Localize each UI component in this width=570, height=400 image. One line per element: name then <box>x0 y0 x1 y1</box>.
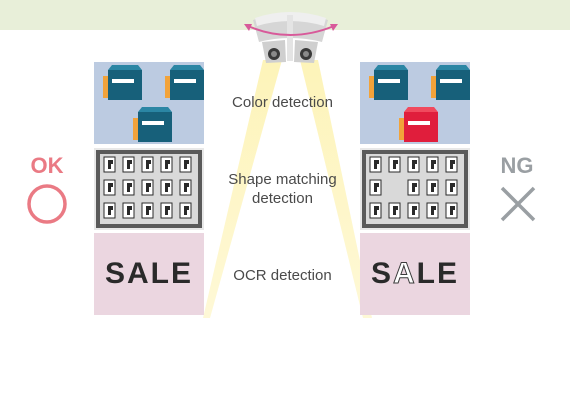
dual-camera-icon <box>244 12 338 63</box>
ng-ocr-panel <box>360 233 470 315</box>
product-box <box>369 65 408 100</box>
shape-label-line1: Shape matching <box>228 171 337 188</box>
ok-ocr-panel <box>94 233 204 315</box>
defective-letter: A <box>393 257 417 291</box>
defective-red-box <box>399 107 438 142</box>
shape-matching-label: Shape matching detection <box>205 170 360 208</box>
ok-shape-panel <box>94 148 204 230</box>
product-box <box>165 65 204 100</box>
color-detection-label: Color detection <box>232 94 333 111</box>
sale-text-ng: SALE <box>360 233 470 315</box>
right-light-beam <box>300 60 372 318</box>
cross-icon <box>500 186 536 222</box>
product-box <box>431 65 470 100</box>
ok-label: OK <box>30 153 64 178</box>
ng-label: NG <box>500 153 534 178</box>
product-box <box>133 107 172 142</box>
ocr-detection-label: OCR detection <box>233 267 332 284</box>
ok-color-panel <box>94 62 204 144</box>
sale-letter: S <box>370 257 393 290</box>
shape-label-line2: detection <box>252 190 313 207</box>
left-light-beam <box>203 60 282 318</box>
product-box <box>103 65 142 100</box>
sale-text-ok: SALE <box>104 257 193 290</box>
circle-icon <box>27 184 67 224</box>
sale-letters: LE <box>416 257 460 290</box>
ng-shape-panel <box>360 148 470 230</box>
ng-color-panel <box>360 62 470 144</box>
